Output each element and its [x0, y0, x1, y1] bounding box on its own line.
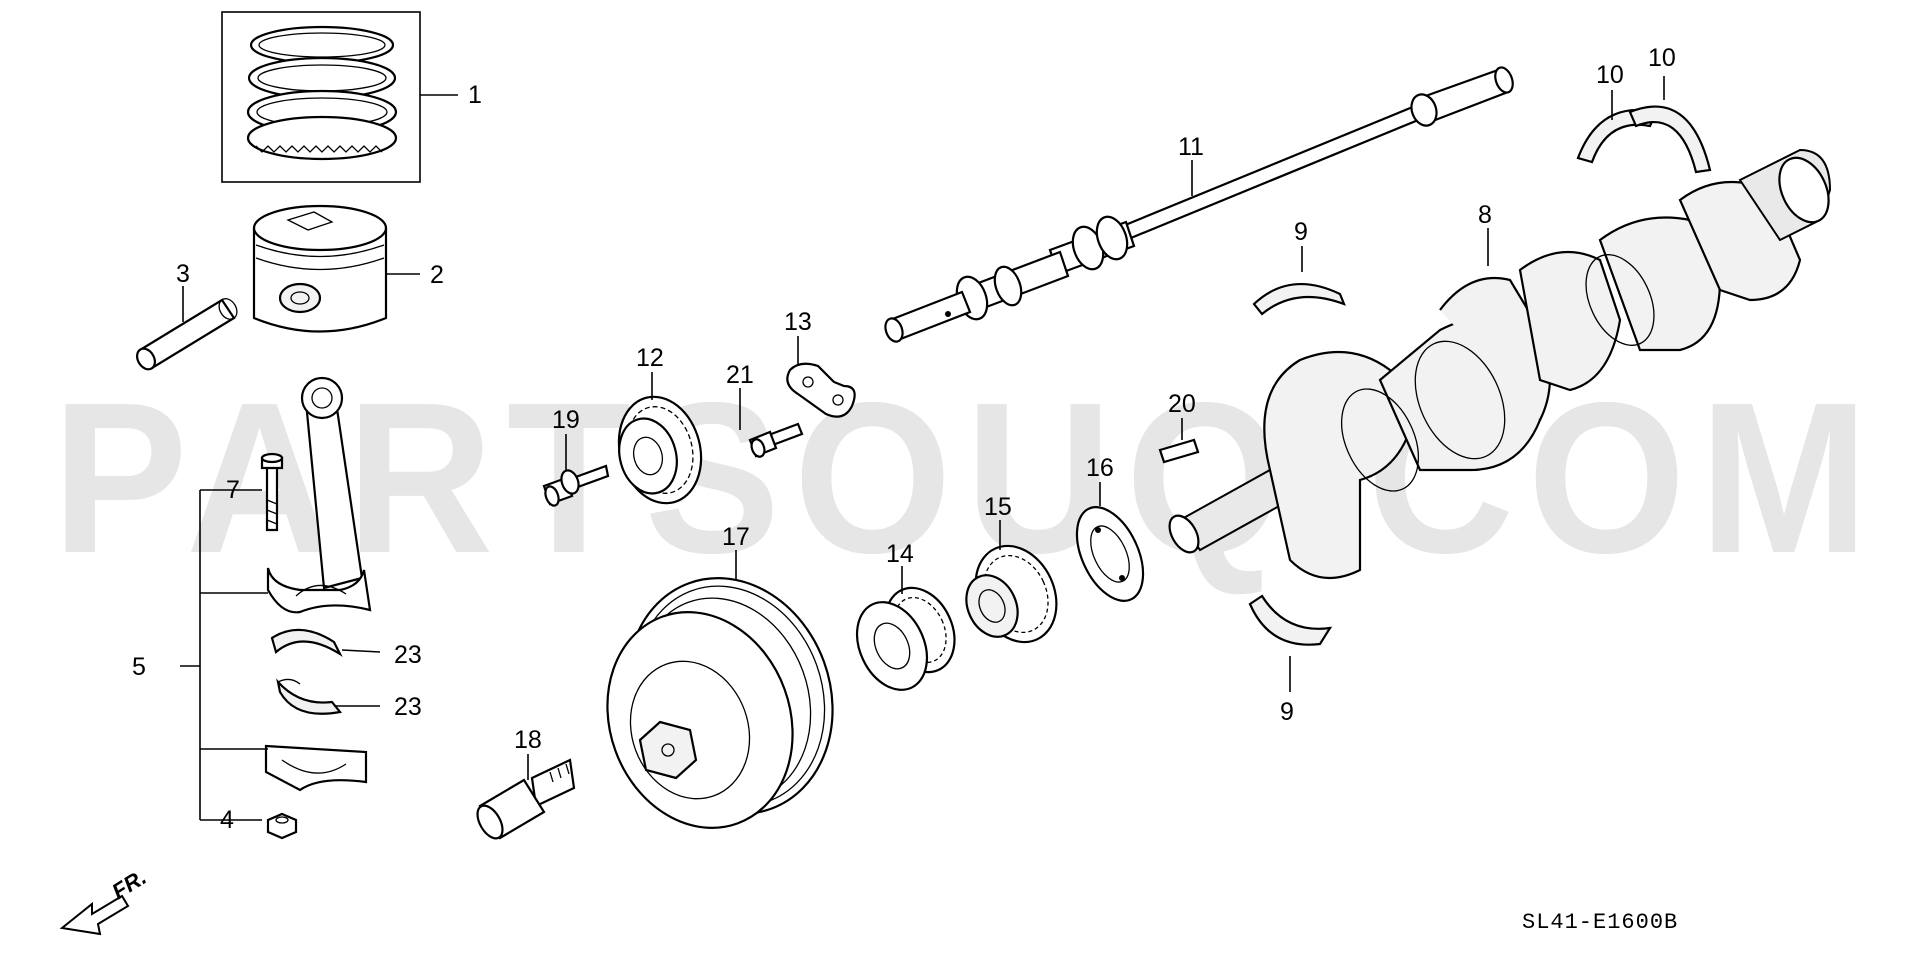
rod-cap[interactable]: [264, 744, 368, 792]
timing-gear-large[interactable]: [957, 533, 1072, 656]
callout-3: 3: [176, 260, 190, 288]
callout-4: 4: [220, 806, 234, 834]
piston-pin[interactable]: [133, 295, 240, 372]
callout-21: 21: [726, 361, 754, 389]
callout-20: 20: [1168, 390, 1196, 418]
callout-10-right: 10: [1648, 44, 1676, 72]
pulley-bolt[interactable]: [472, 758, 576, 843]
callout-5: 5: [132, 653, 146, 681]
callout-1: 1: [468, 81, 482, 109]
callout-11: 11: [1178, 133, 1204, 161]
flange-bolt-19[interactable]: [542, 464, 610, 507]
main-bearing-lower[interactable]: [1248, 594, 1333, 646]
bracket-plate[interactable]: [786, 362, 856, 418]
drive-shaft[interactable]: [882, 65, 1516, 344]
callout-23-lower: 23: [394, 693, 422, 721]
main-bearing-upper[interactable]: [1252, 282, 1346, 316]
callout-10-left: 10: [1596, 61, 1624, 89]
callout-12: 12: [636, 344, 664, 372]
callout-23-upper: 23: [394, 641, 422, 669]
callout-2: 2: [430, 261, 444, 289]
woodruff-key[interactable]: [1158, 438, 1200, 464]
thrust-washer-right[interactable]: [1628, 105, 1712, 174]
diagram-code: SL41-E1600B: [1522, 910, 1678, 935]
rod-bearing-upper[interactable]: [270, 628, 343, 658]
connecting-rod-bolt[interactable]: [260, 452, 284, 532]
callout-7: 7: [226, 476, 240, 504]
front-direction-arrow: FR.: [59, 864, 151, 936]
callout-14: 14: [886, 540, 914, 568]
callout-13: 13: [784, 308, 812, 336]
callout-9-upper: 9: [1294, 218, 1308, 246]
callout-15: 15: [984, 493, 1012, 521]
piston[interactable]: [252, 204, 388, 333]
timing-gear-small[interactable]: [844, 577, 968, 702]
crankshaft-pulley[interactable]: [578, 549, 865, 854]
flange-bolt-21[interactable]: [748, 422, 804, 459]
callout-9-lower: 9: [1280, 698, 1294, 726]
callout-17: 17: [722, 523, 750, 551]
rod-bearing-lower[interactable]: [276, 678, 343, 715]
callout-16: 16: [1086, 454, 1114, 482]
connecting-rod[interactable]: [266, 376, 372, 614]
assembly-bracket: [180, 489, 268, 821]
sprocket[interactable]: [607, 387, 712, 512]
crankshaft[interactable]: [1164, 148, 1839, 580]
piston-ring-set[interactable]: [221, 11, 421, 183]
crank-plate[interactable]: [1063, 497, 1156, 611]
front-label: FR.: [107, 864, 150, 904]
callout-19: 19: [552, 406, 580, 434]
callout-8: 8: [1478, 201, 1492, 229]
rod-nut[interactable]: [266, 812, 298, 840]
callout-18: 18: [514, 726, 542, 754]
